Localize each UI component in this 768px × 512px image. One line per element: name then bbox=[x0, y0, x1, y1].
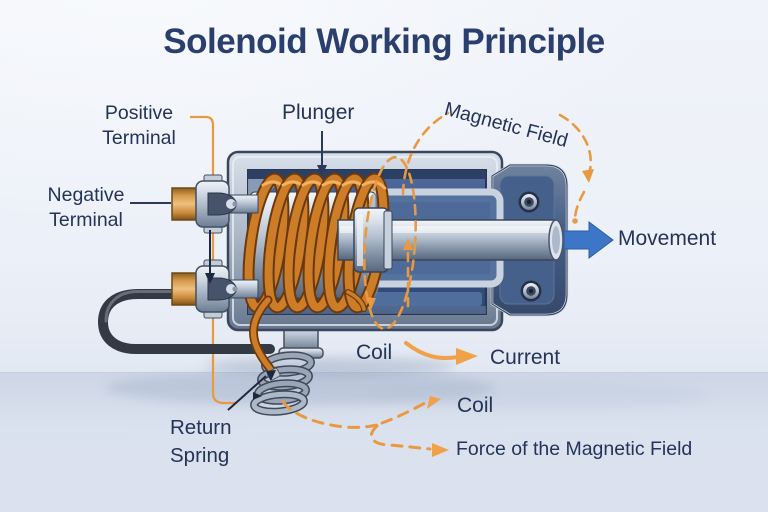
cast-shadow bbox=[105, 357, 710, 408]
negative-cable bbox=[97, 289, 275, 354]
plunger-collar bbox=[353, 207, 393, 273]
field-loop-ellipse bbox=[363, 155, 417, 331]
page-title: Solenoid Working Principle bbox=[163, 22, 605, 61]
coil bbox=[242, 177, 390, 310]
cap-bolt-top bbox=[518, 191, 540, 213]
label-coil-secondary: Coil bbox=[457, 394, 494, 417]
current-arrow-icon bbox=[404, 341, 478, 365]
label-positive-terminal: Positive Terminal bbox=[102, 102, 176, 149]
return-spring bbox=[250, 321, 324, 416]
cap-bolt-bottom bbox=[520, 280, 542, 302]
label-current: Current bbox=[490, 346, 561, 369]
magnetic-field-arc-arrowhead bbox=[582, 169, 594, 183]
coil-pointer-arrowhead bbox=[427, 396, 441, 409]
field-fork-dashes bbox=[281, 400, 432, 451]
label-return-spring: Return Spring bbox=[170, 416, 232, 467]
movement-arrow-icon bbox=[563, 221, 614, 259]
label-negative-terminal: Negative Terminal bbox=[47, 184, 125, 231]
force-pointer-arrowhead bbox=[432, 443, 449, 457]
plunger-rod bbox=[337, 207, 564, 273]
magnetic-field-arc-dot bbox=[572, 218, 578, 224]
positive-terminal-line bbox=[190, 115, 237, 405]
return-spring-line bbox=[227, 370, 276, 411]
plunger-arrow bbox=[317, 131, 327, 176]
label-coil: Coil bbox=[356, 341, 393, 364]
terminal-link-arrow bbox=[205, 230, 215, 284]
label-force-of-magnetic-field: Force of the Magnetic Field bbox=[456, 438, 693, 460]
magnetic-field-arc bbox=[401, 111, 593, 219]
label-movement: Movement bbox=[618, 227, 717, 250]
label-plunger: Plunger bbox=[282, 101, 355, 124]
